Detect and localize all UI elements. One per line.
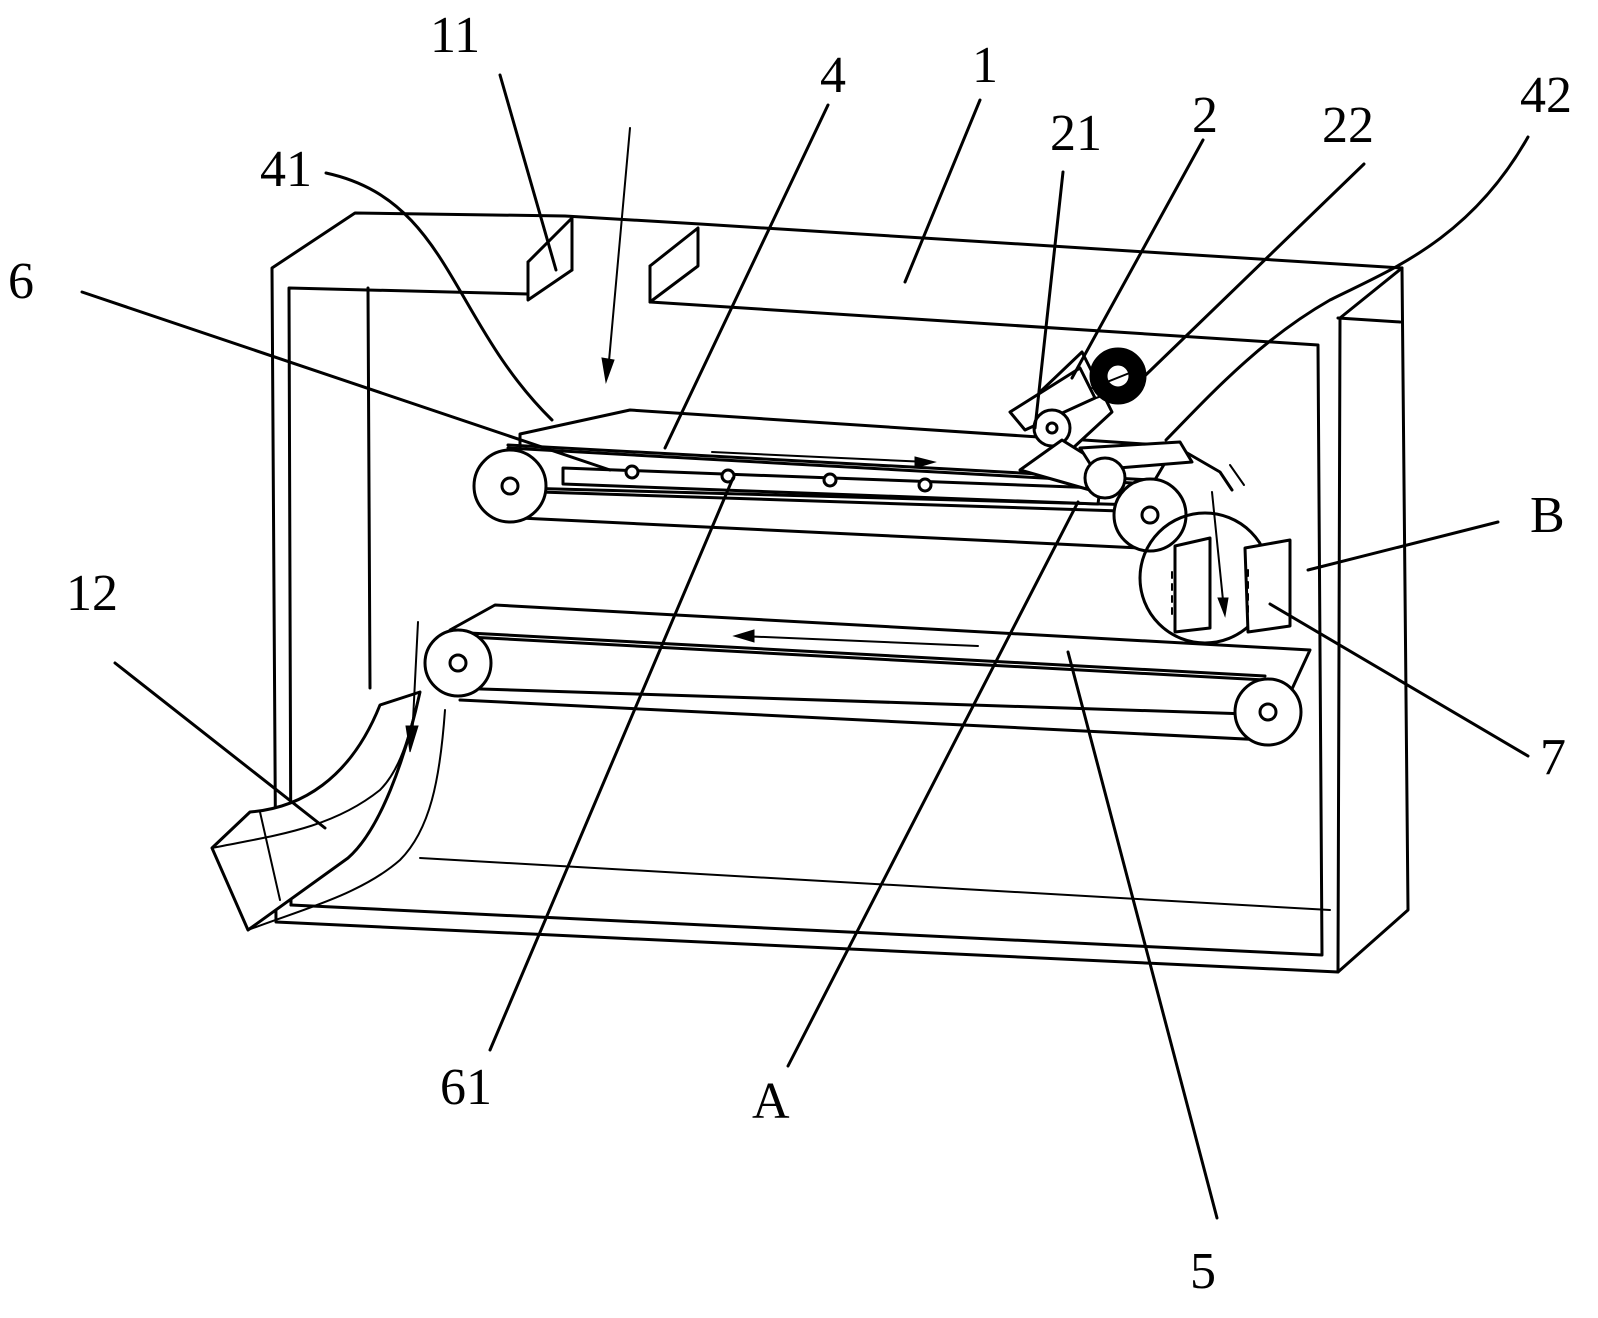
label-B: B <box>1530 487 1565 544</box>
label-11: 11 <box>430 7 480 64</box>
label-41: 41 <box>260 141 312 198</box>
discharge-chute <box>210 621 446 932</box>
label-42: 42 <box>1520 67 1572 124</box>
housing-frame <box>270 211 1410 974</box>
label-2: 2 <box>1192 87 1218 144</box>
cutting-head <box>1008 347 1194 500</box>
label-12: 12 <box>66 565 118 622</box>
reference-labels: 11 4 1 21 2 22 42 41 6 B 12 7 61 A 5 <box>8 7 1572 1300</box>
label-A: A <box>752 1073 790 1130</box>
label-61: 61 <box>440 1059 492 1116</box>
upper-conveyor <box>472 408 1245 553</box>
label-4: 4 <box>820 47 846 104</box>
label-22: 22 <box>1322 97 1374 154</box>
lower-conveyor <box>423 603 1312 747</box>
feed-inlet <box>526 216 700 304</box>
label-7: 7 <box>1540 729 1566 786</box>
label-5: 5 <box>1190 1243 1216 1300</box>
label-21: 21 <box>1050 105 1102 162</box>
label-1: 1 <box>972 37 998 94</box>
label-6: 6 <box>8 253 34 310</box>
feed-arrow <box>601 127 631 384</box>
leader-lines <box>80 73 1530 1220</box>
